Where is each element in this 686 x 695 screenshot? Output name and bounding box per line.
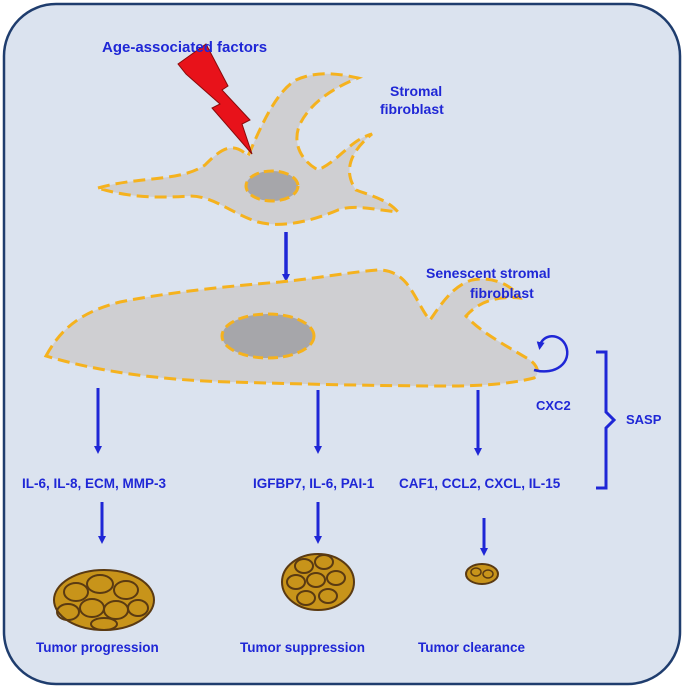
sasp-bracket: [596, 350, 617, 490]
factors-left: IL-6, IL-8, ECM, MMP-3: [22, 476, 166, 491]
senescent-nucleus: [220, 312, 316, 360]
tumor-large: [53, 569, 155, 631]
sasp-label: SASP: [626, 412, 662, 427]
age-factors-label: Age-associated factors: [102, 39, 267, 56]
senescent-label-line1: Senescent stromal: [426, 265, 551, 281]
stromal-label-line2: fibroblast: [380, 101, 444, 117]
factors-mid: IGFBP7, IL-6, PAI-1: [253, 476, 375, 491]
stromal-nucleus: [244, 169, 300, 203]
cxc2-label: CXC2: [536, 398, 571, 413]
outcome-mid: Tumor suppression: [240, 640, 365, 655]
outcome-right: Tumor clearance: [418, 640, 526, 655]
tumor-medium: [281, 553, 355, 611]
stromal-fibroblast-cell: [92, 72, 402, 226]
senescent-fibroblast-cell: [43, 268, 539, 388]
circular-arrow-icon: [533, 335, 569, 373]
lightning-bolt-icon: [177, 43, 253, 155]
outcome-left: Tumor progression: [36, 640, 159, 655]
factors-right: CAF1, CCL2, CXCL, IL-15: [399, 476, 561, 491]
tumor-small: [465, 563, 499, 585]
senescent-label-line2: fibroblast: [470, 285, 534, 301]
stromal-label-line1: Stromal: [390, 83, 442, 99]
